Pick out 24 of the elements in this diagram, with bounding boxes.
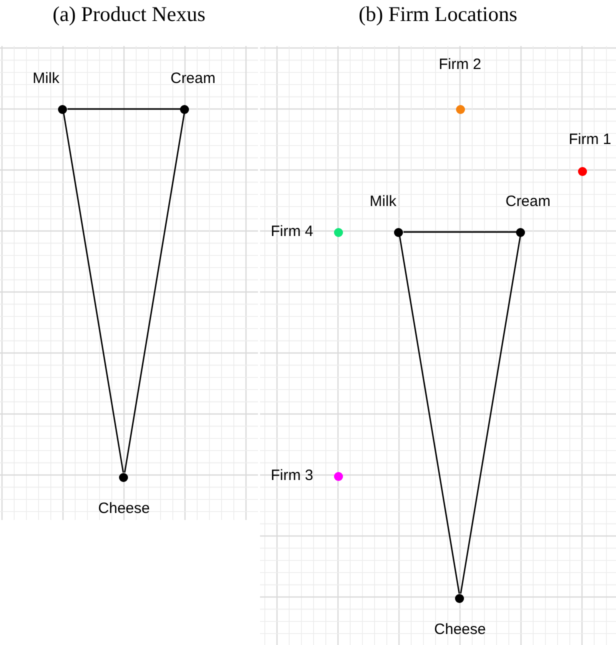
point-node (370, 193, 404, 236)
point-label: Milk (370, 193, 396, 211)
connector-line (63, 113, 124, 473)
connector-line (403, 231, 516, 233)
point-label: Firm 4 (270, 223, 314, 241)
point-node (568, 131, 612, 176)
point-node (438, 56, 482, 114)
connector-line (399, 236, 460, 594)
connector-line (124, 113, 185, 473)
point-label: Firm 2 (438, 56, 482, 74)
panel-title: (a) Product Nexus (52, 2, 206, 27)
panel-title: (b) Firm Locations (358, 2, 518, 27)
point-label: Cheese (98, 500, 150, 518)
connector-line (67, 108, 180, 110)
point-node (505, 193, 550, 236)
point-label: Firm 1 (568, 131, 612, 149)
connector-line (460, 236, 521, 594)
point-label: Cheese (434, 621, 486, 639)
point-node (170, 70, 216, 114)
point-label: Cream (170, 70, 216, 88)
point-node (32, 70, 68, 114)
point-label: Cream (505, 193, 550, 211)
point-label: Milk (32, 70, 60, 88)
point-label: Firm 3 (270, 467, 314, 485)
